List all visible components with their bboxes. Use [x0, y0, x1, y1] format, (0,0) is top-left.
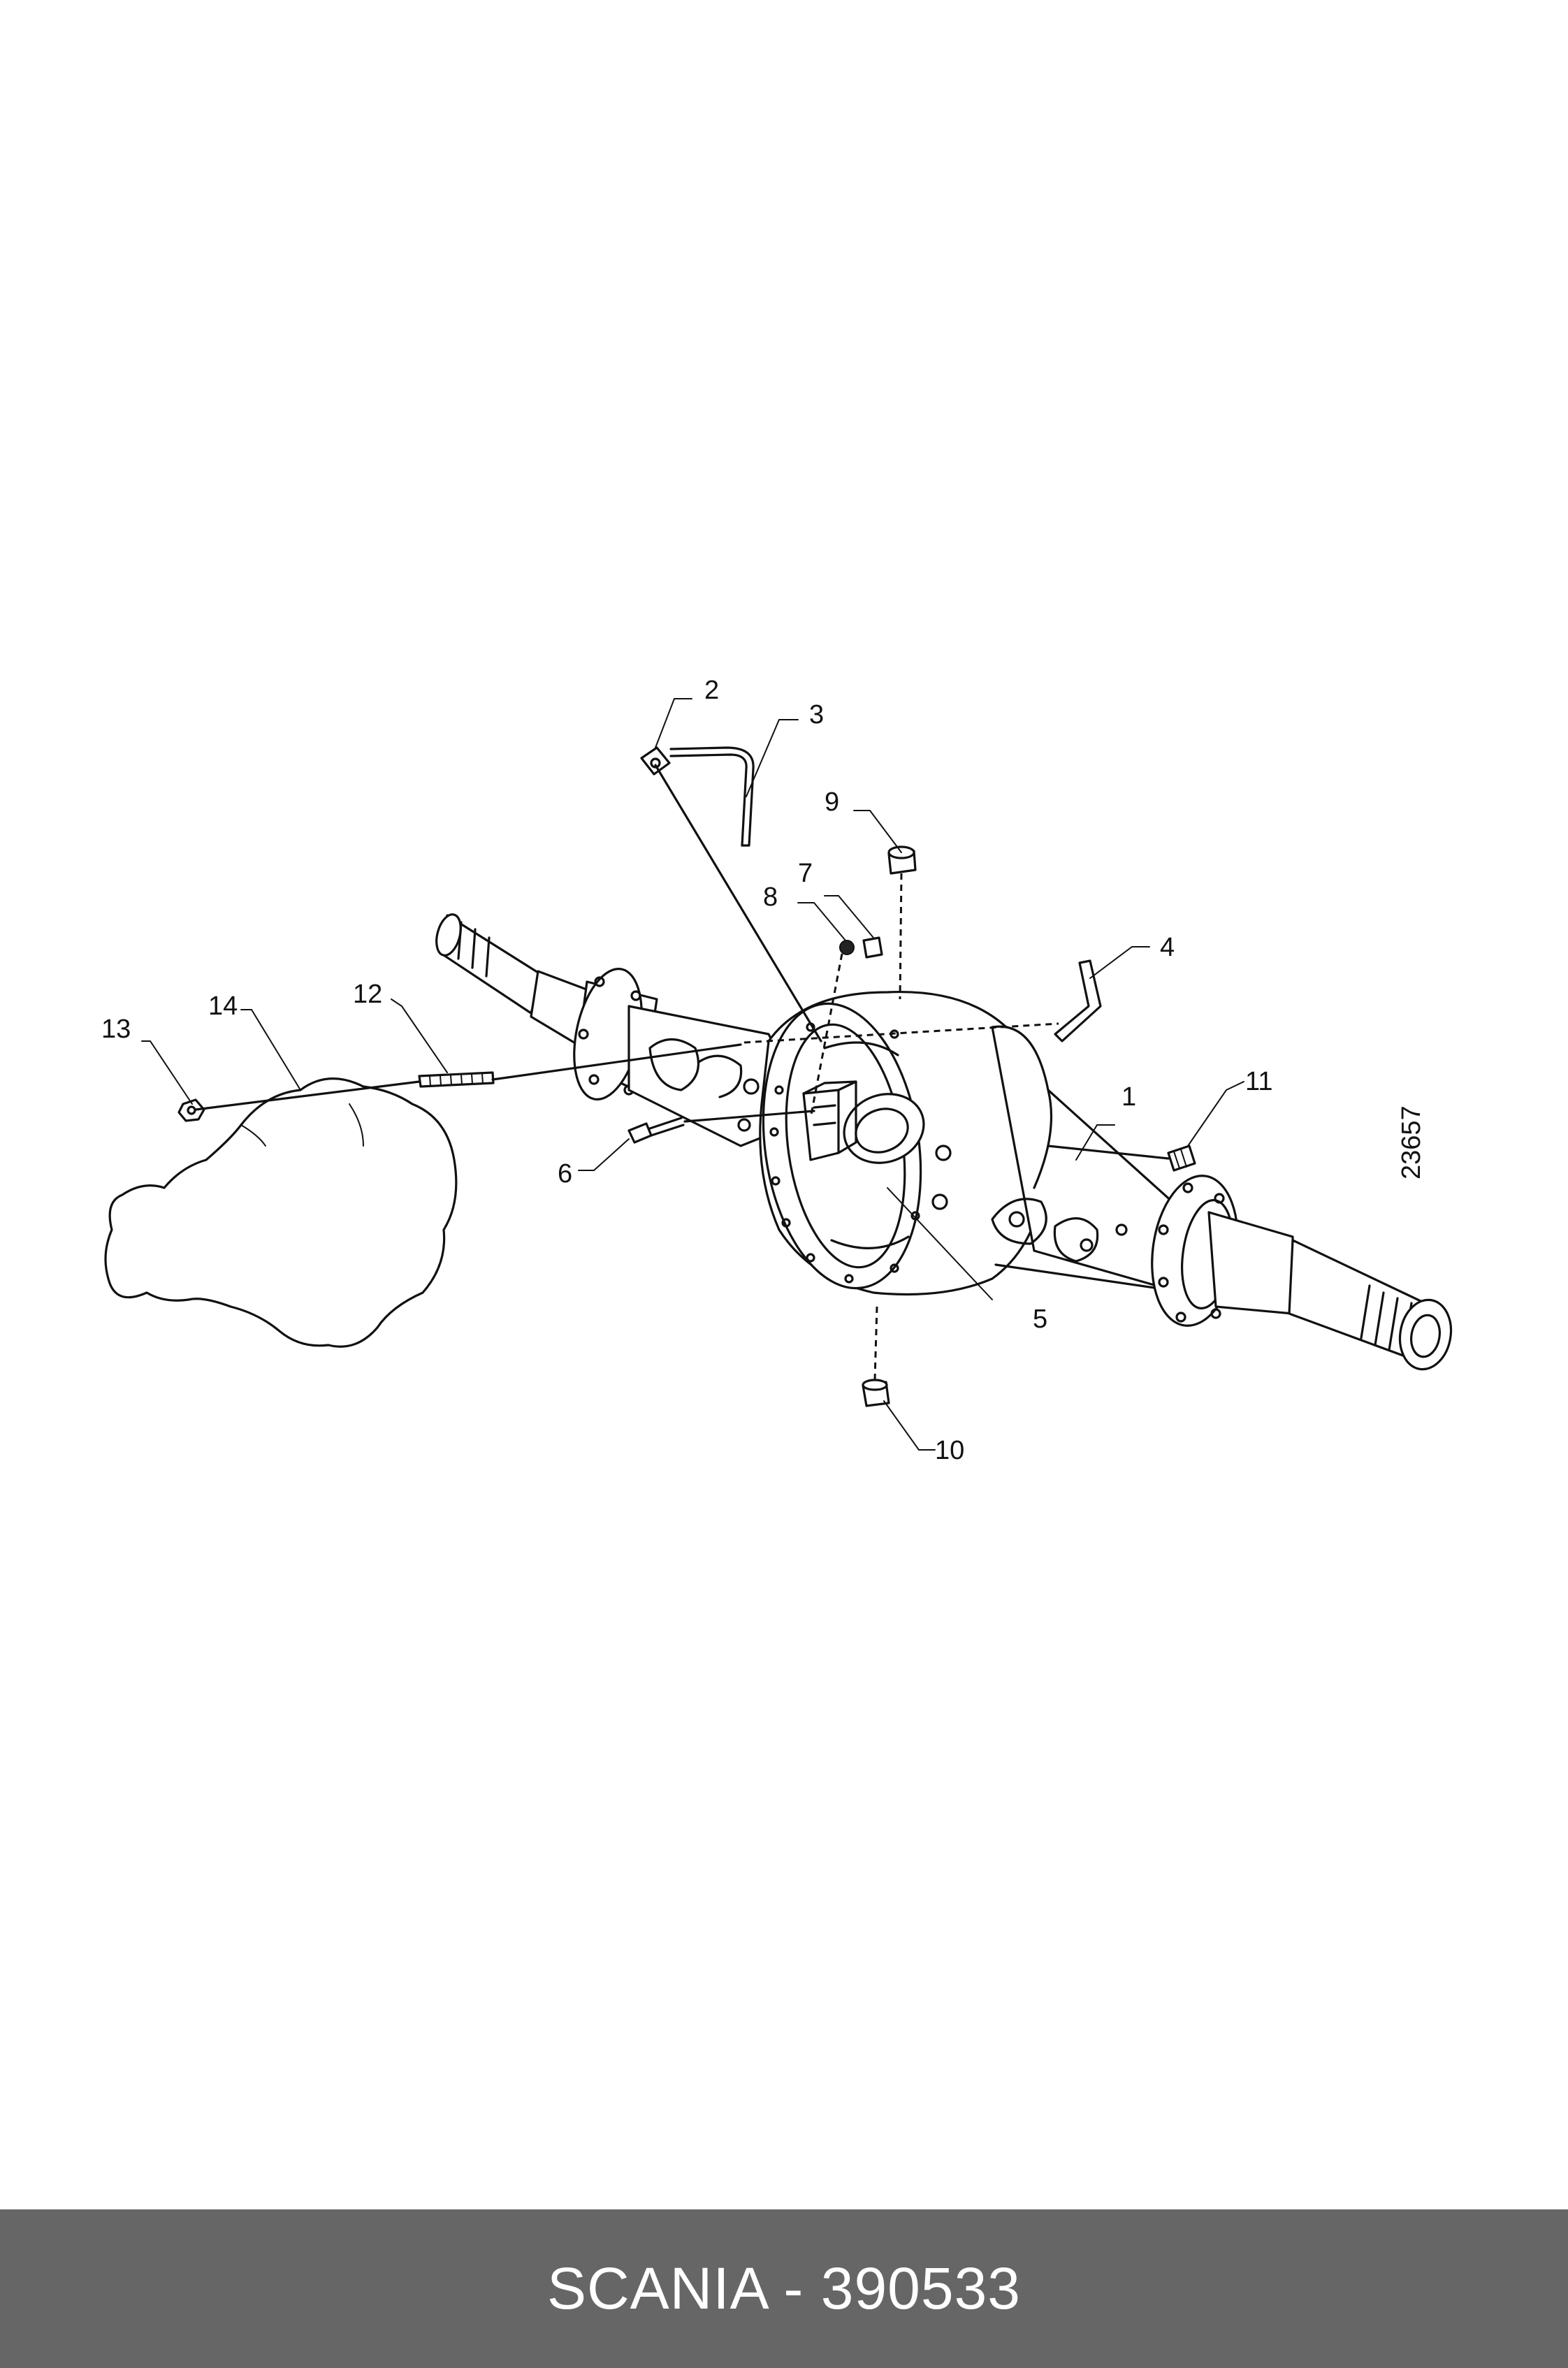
callout-3: 3	[809, 700, 824, 729]
small-parts	[177, 746, 1196, 1407]
callout-10: 10	[935, 1436, 964, 1465]
callout-labels: 1 2 3 4 5 6 7 8 9 10 11 12 13 14 23657	[101, 676, 1426, 1465]
callout-9: 9	[825, 787, 839, 817]
callout-13: 13	[101, 1015, 131, 1044]
reference-number: 23657	[1397, 1105, 1426, 1179]
callout-4: 4	[1160, 933, 1175, 962]
callout-11: 11	[1245, 1067, 1272, 1096]
callout-8: 8	[763, 882, 778, 912]
callout-7: 7	[798, 859, 813, 888]
callout-1: 1	[1121, 1082, 1136, 1112]
callout-12: 12	[353, 980, 382, 1009]
callout-6: 6	[558, 1159, 572, 1189]
assembly-lines	[194, 764, 1170, 1381]
axle-housing	[627, 990, 1189, 1296]
axle-exploded-diagram: 1 2 3 4 5 6 7 8 9 10 11 12 13 14 23657	[101, 676, 1453, 1465]
leader-lines	[141, 698, 1244, 1451]
footer-bar: SCANIA - 390533	[0, 2209, 1568, 2368]
callout-14: 14	[208, 991, 238, 1021]
part-14-cloud	[104, 1077, 458, 1348]
callout-2: 2	[704, 676, 719, 705]
right-spindle	[1151, 1175, 1453, 1371]
footer-caption: SCANIA - 390533	[546, 2256, 1022, 2321]
callout-5: 5	[1033, 1305, 1047, 1334]
